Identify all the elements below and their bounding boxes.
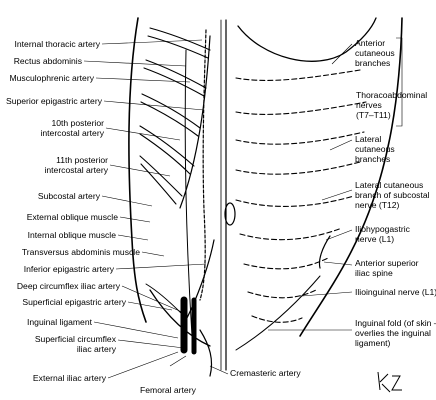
iliac-crest (318, 235, 331, 269)
label-anterior-cutaneous-branches: Anterior cutaneous branches (355, 38, 395, 68)
umbilicus (224, 202, 236, 226)
label-internal-thoracic-artery: Internal thoracic artery (14, 39, 101, 49)
label-subcostal-artery: Subcostal artery (37, 191, 100, 201)
label-inferior-epigastric-artery: Inferior epigastric artery (23, 264, 114, 274)
label-lateral-cutaneous-branches: Lateral cutaneous branches (355, 134, 395, 164)
chest-contour (237, 17, 377, 62)
label-superficial-circumflex-iliac-artery: Superficial circumflex iliac artery (34, 334, 116, 354)
label-femoral-artery: Femoral artery (140, 385, 196, 395)
label-superior-epigastric-artery: Superior epigastric artery (5, 96, 102, 106)
inferior-epigastric-vessel (185, 239, 215, 321)
artist-signature (377, 371, 402, 393)
label-inguinal-fold: Inguinal fold (of skin – overlies the in… (355, 318, 436, 348)
ribs (139, 27, 211, 205)
label-lateral-cutaneous-branch-subcostal-nerve: Lateral cutaneous branch of subcostal ne… (355, 180, 430, 210)
label-ilioinguinal-nerve: Ilioinguinal nerve (L1) (355, 287, 436, 297)
superior-epigastric-vessel (199, 29, 207, 301)
rectus-lateral-border (184, 49, 193, 337)
label-superficial-epigastric-artery: Superficial epigastric artery (22, 297, 126, 307)
inguinal-fold-line (235, 275, 321, 351)
inguinal-ligament-line (149, 289, 211, 347)
label-deep-circumflex-iliac-artery: Deep circumflex iliac artery (16, 281, 120, 291)
nerve-courses (235, 69, 367, 323)
label-tenth-posterior-intercostal-artery: 10th posterior intercostal artery (40, 118, 104, 138)
label-thoracoabdominal-nerves: Thoracoabdominal nerves (T7–T11) (356, 90, 428, 120)
label-musculophrenic-artery: Musculophrenic artery (9, 73, 94, 83)
torso-right-outline (299, 17, 403, 337)
label-external-iliac-artery: External iliac artery (32, 373, 106, 383)
leader-lines (83, 37, 403, 379)
label-cremasteric-artery: Cremasteric artery (230, 368, 301, 378)
label-inguinal-ligament: Inguinal ligament (27, 317, 92, 327)
label-anterior-superior-iliac-spine: Anterior superior iliac spine (355, 258, 419, 278)
spermatic-cord (199, 329, 213, 377)
label-internal-oblique-muscle: Internal oblique muscle (27, 230, 116, 240)
costal-margin (179, 35, 211, 209)
label-transversus-abdominis-muscle: Transversus abdominis muscle (21, 247, 140, 257)
label-rectus-abdominis: Rectus abdominis (13, 56, 82, 66)
label-iliohypogastric-nerve: Iliohypogastric nerve (L1) (355, 224, 410, 244)
label-eleventh-posterior-intercostal-artery: 11th posterior intercostal artery (44, 155, 108, 175)
label-external-oblique-muscle: External oblique muscle (26, 212, 118, 222)
